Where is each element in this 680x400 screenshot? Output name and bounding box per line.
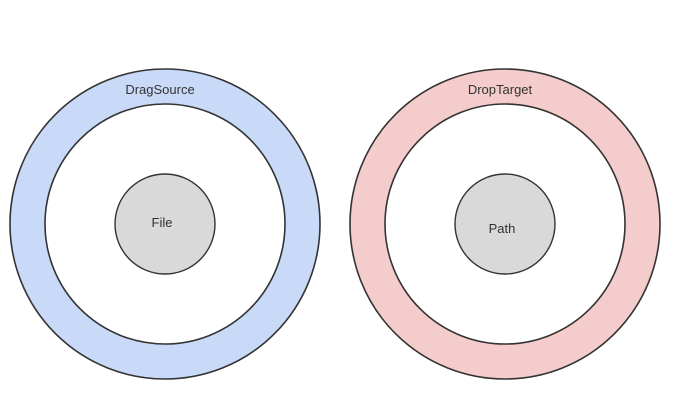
file-node [114,173,216,275]
drop-target-node: DropTarget Path [349,68,661,380]
file-label: File [152,215,173,230]
drag-source-node: DragSource File [9,68,321,380]
drag-source-label: DragSource [125,82,194,97]
path-node [454,173,556,275]
path-label: Path [489,221,516,236]
drop-target-label: DropTarget [468,82,533,97]
